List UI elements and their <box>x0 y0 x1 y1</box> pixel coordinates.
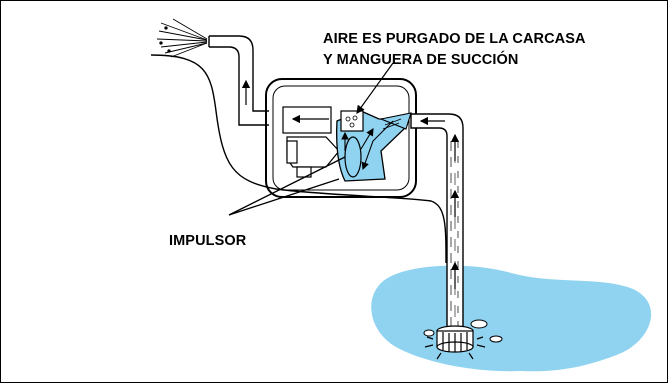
air-purge-cap <box>340 110 364 132</box>
discharge-spray <box>156 18 208 58</box>
air-purged-label-line1: AIRE ES PURGADO DE LA CARCASA <box>323 31 586 47</box>
air-purged-label: AIRE ES PURGADO DE LA CARCASA Y MANGUERA… <box>323 29 586 71</box>
water-pool <box>371 265 652 372</box>
suction-strainer <box>424 325 486 360</box>
engine-block <box>282 106 340 178</box>
priming-line <box>150 54 447 264</box>
pool-stone <box>423 329 435 337</box>
impeller <box>344 136 362 178</box>
discharge-hose <box>208 35 269 126</box>
pump-frame-inner <box>272 85 410 191</box>
casing-flow-arrows <box>341 120 394 171</box>
pool-stone <box>489 335 503 343</box>
impeller-leader-2 <box>228 178 340 216</box>
impeller-label: IMPULSOR <box>169 233 247 249</box>
air-purged-leader <box>356 62 394 114</box>
suction-flow-arrows <box>419 116 460 289</box>
impeller-leader-1 <box>228 156 346 216</box>
pool-stone <box>470 319 488 329</box>
pump-frame <box>265 78 417 198</box>
air-purged-label-line2: Y MANGUERA DE SUCCIÓN <box>323 52 519 68</box>
